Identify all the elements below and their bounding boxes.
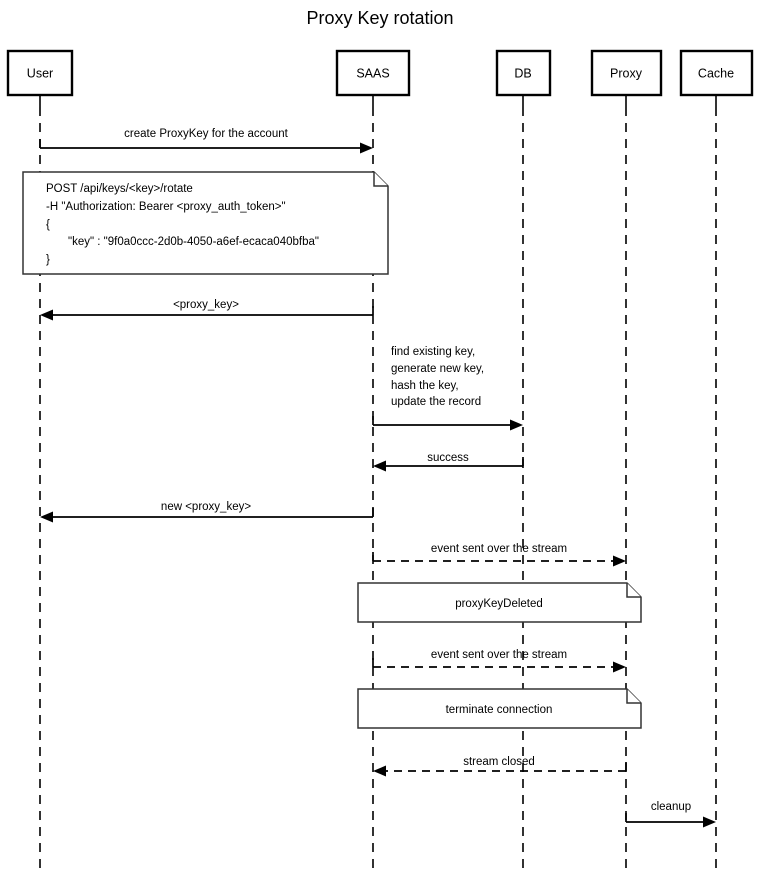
event-stream-message-1-label: event sent over the stream (431, 543, 567, 555)
db-success-message-arrowhead (373, 460, 386, 472)
proxy-key-deleted-note-fold-corner (626, 583, 641, 598)
create-proxykey-message[interactable]: create ProxyKey for the account (39, 128, 373, 154)
event-stream-message-2-label: event sent over the stream (431, 649, 567, 661)
post-request-note-line-0: POST /api/keys/<key>/rotate (46, 183, 193, 195)
notes-layer: POST /api/keys/<key>/rotate -H "Authoriza… (22, 171, 642, 729)
saas-self-processing-note-line-1: generate new key, (391, 363, 484, 375)
stream-closed-message-arrowhead (373, 765, 386, 777)
post-request-note-line-2: { (46, 219, 50, 231)
event-stream-message-1[interactable]: event sent over the stream (372, 543, 626, 567)
post-request-note-line-1: -H "Authorization: Bearer <proxy_auth_to… (46, 201, 286, 213)
terminate-connection-note-line-0: terminate connection (446, 704, 553, 716)
stream-closed-message[interactable]: stream closed (373, 756, 627, 777)
event-stream-message-2-arrowhead (613, 661, 626, 673)
participant-saas[interactable]: SAAS (335, 49, 411, 97)
participant-proxy[interactable]: Proxy (590, 49, 663, 97)
self-note-layer: find existing key, generate new key, hash … (391, 346, 484, 408)
new-proxy-key-message-label: new <proxy_key> (161, 501, 251, 513)
new-proxy-key-message-arrowhead (40, 511, 53, 523)
post-request-note-fold-corner (373, 172, 388, 187)
post-request-note[interactable]: POST /api/keys/<key>/rotate -H "Authoriza… (22, 171, 389, 275)
participant-cache[interactable]: Cache (679, 49, 754, 97)
create-proxykey-message-arrowhead (360, 142, 373, 154)
terminate-connection-note[interactable]: terminate connection (357, 688, 642, 729)
cleanup-message[interactable]: cleanup (625, 801, 716, 828)
participant-label-db: DB (514, 67, 531, 81)
participant-box-proxy[interactable] (590, 49, 663, 97)
post-request-note-body[interactable] (22, 171, 389, 275)
saas-self-processing-note-line-2: hash the key, (391, 380, 459, 392)
saas-self-processing-note: find existing key, generate new key, hash … (391, 346, 484, 408)
proxy-key-deleted-note-body[interactable] (357, 582, 642, 623)
participant-box-cache[interactable] (679, 49, 754, 97)
saas-db-update-message[interactable] (372, 416, 523, 431)
participant-box-db[interactable] (495, 49, 552, 97)
new-proxy-key-message[interactable]: new <proxy_key> (40, 501, 374, 523)
terminate-connection-note-body[interactable] (357, 688, 642, 729)
participant-label-saas: SAAS (356, 67, 389, 81)
participant-user[interactable]: User (6, 49, 74, 97)
participant-label-user: User (27, 67, 53, 81)
db-success-message[interactable]: success (373, 452, 524, 472)
proxy-key-response-message-label: <proxy_key> (173, 299, 239, 311)
participant-db[interactable]: DB (495, 49, 552, 97)
saas-self-processing-note-line-3: update the record (391, 396, 481, 408)
participant-label-cache: Cache (698, 67, 734, 81)
participant-label-proxy: Proxy (610, 67, 643, 81)
terminate-connection-note-fold-corner (626, 689, 641, 704)
participant-box-user[interactable] (6, 49, 74, 97)
proxy-key-deleted-note[interactable]: proxyKeyDeleted (357, 582, 642, 623)
participant-box-saas[interactable] (335, 49, 411, 97)
event-stream-message-1-arrowhead (613, 555, 626, 567)
db-success-message-label: success (427, 452, 469, 464)
create-proxykey-message-label: create ProxyKey for the account (124, 128, 288, 140)
cleanup-message-arrowhead (703, 816, 716, 828)
post-request-note-line-4: } (46, 254, 50, 266)
proxy-key-response-message-arrowhead (40, 309, 53, 321)
lifelines-layer (39, 95, 717, 873)
saas-self-processing-note-line-0: find existing key, (391, 346, 475, 358)
post-request-note-line-3: "key" : "9f0a0ccc-2d0b-4050-a6ef-ecaca04… (68, 236, 319, 248)
proxy-key-deleted-note-line-0: proxyKeyDeleted (455, 598, 543, 610)
cleanup-message-label: cleanup (651, 801, 691, 813)
messages-layer: create ProxyKey for the account <proxy_ke… (39, 128, 716, 828)
saas-db-update-message-arrowhead (510, 419, 523, 431)
participants-layer: User SAAS DB Proxy Cache (6, 49, 754, 97)
event-stream-message-2[interactable]: event sent over the stream (372, 649, 626, 673)
page-title: Proxy Key rotation (306, 8, 453, 28)
stream-closed-message-label: stream closed (463, 756, 535, 768)
proxy-key-response-message[interactable]: <proxy_key> (40, 299, 374, 321)
